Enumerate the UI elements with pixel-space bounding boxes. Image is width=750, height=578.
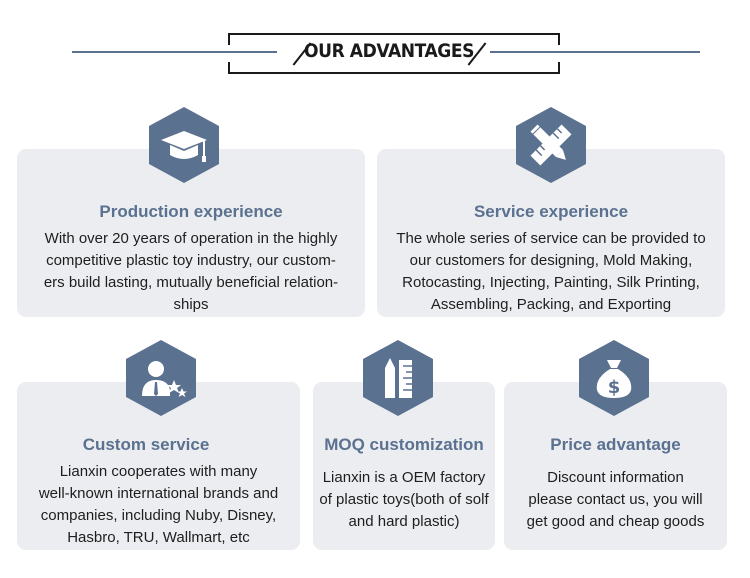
tools-icon bbox=[361, 338, 435, 418]
card-line: Lianxin is a OEM factory bbox=[322, 469, 486, 486]
card-description: The whole series of service can be provi… bbox=[381, 228, 721, 316]
card-line: Assembling, Packing, and Exporting bbox=[430, 296, 672, 313]
person-stars-icon bbox=[124, 338, 198, 418]
card-line: Hasbro, TRU, Wallmart, etc bbox=[67, 529, 250, 546]
card-line: and hard plastic) bbox=[348, 513, 460, 530]
card-line: Rotocasting, Injecting, Painting, Silk P… bbox=[402, 274, 700, 291]
card-line: Lianxin cooperates with many bbox=[59, 463, 258, 480]
card-title: Production experience bbox=[99, 202, 283, 221]
header-line-right bbox=[490, 51, 700, 53]
svg-text:$: $ bbox=[608, 377, 621, 398]
card-line: With over 20 years of operation in the h… bbox=[44, 230, 338, 247]
card-line: our customers for designing, Mold Making… bbox=[409, 252, 693, 269]
graduation-cap-icon bbox=[147, 105, 221, 185]
card-line: ships bbox=[173, 296, 209, 313]
page-title: OUR ADVANTAGES bbox=[304, 40, 474, 62]
card-description: Lianxin is a OEM factory of plastic toys… bbox=[309, 467, 499, 533]
card-custom-service: Custom service Lianxin cooperates with m… bbox=[17, 382, 300, 550]
card-line: please contact us, you will bbox=[528, 491, 703, 508]
card-title: Custom service bbox=[82, 435, 210, 454]
money-bag-icon: $ bbox=[577, 338, 651, 418]
card-title: Price advantage bbox=[550, 435, 681, 454]
card-line: well-known international brands and bbox=[38, 485, 279, 502]
card-service-experience: Service experience The whole series of s… bbox=[377, 149, 725, 317]
header-line-left bbox=[72, 51, 277, 53]
card-title: Service experience bbox=[473, 202, 629, 221]
card-line: ers build lasting, mutually beneficial r… bbox=[43, 274, 339, 291]
card-description: Discount information please contact us, … bbox=[508, 467, 723, 533]
card-description: Lianxin cooperates with many well-known … bbox=[21, 461, 296, 549]
card-production-experience: Production experience With over 20 years… bbox=[17, 149, 365, 317]
card-title: MOQ customization bbox=[324, 435, 484, 454]
card-line: competitive plastic toy industry, our cu… bbox=[46, 252, 336, 269]
card-line: companies, including Nuby, Disney, bbox=[40, 507, 277, 524]
card-line: of plastic toys(both of solf bbox=[319, 491, 489, 508]
card-description: With over 20 years of operation in the h… bbox=[21, 228, 361, 316]
header-frame-top bbox=[228, 33, 560, 45]
header-frame-bottom bbox=[228, 62, 560, 74]
section-header: OUR ADVANTAGES bbox=[0, 0, 750, 90]
pencil-ruler-icon bbox=[514, 105, 588, 185]
card-line: Discount information bbox=[547, 469, 684, 486]
card-line: get good and cheap goods bbox=[526, 513, 705, 530]
card-line: The whole series of service can be provi… bbox=[396, 230, 706, 247]
